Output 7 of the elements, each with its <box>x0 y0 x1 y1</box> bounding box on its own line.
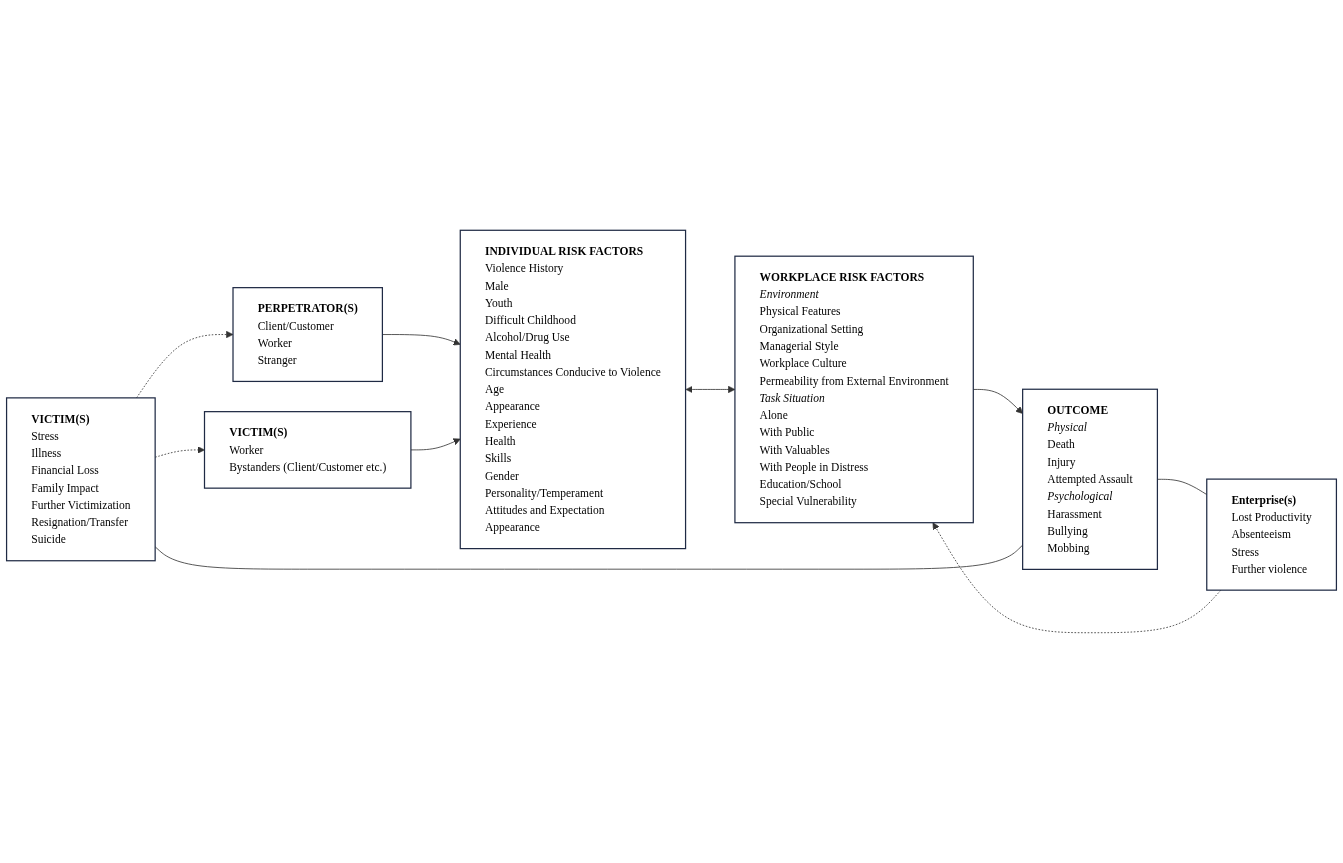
node-box: Enterprise(s) Lost Productivity Absenteeism Stress Further violence <box>1206 478 1338 591</box>
node-box: VICTIM(S) Stress Illness Financial Loss Family Impact Further Victimization Resignation/Transfer Suicide <box>5 397 156 562</box>
node-box: WORKPLACE RISK FACTORS Environment Physical Features Organizational Setting Managerial Style Workplace Culture Permeability from External Environment Task Situation Alone With Public With Valuables With People in Distress Education/School Special Vulnerability <box>734 255 974 524</box>
node-box: PERPETRATOR(S) Client/Customer Worker Stranger <box>232 287 383 383</box>
node-box: OUTCOME Physical Death Injury Attempted Assault Psychological Harassment Bullying Mobbing <box>1022 388 1159 570</box>
node-box: INDIVIDUAL RISK FACTORS Violence History Male Youth Difficult Childhood Alcohol/Drug Use Mental Health Circumstances Conducive to Violence Age Appearance Experience Health Skills Gender Personality/Temperament Attitudes and Expectation Appearance <box>459 229 687 550</box>
node-box: VICTIM(S) Worker Bystanders (Client/Customer etc.) <box>203 411 412 489</box>
